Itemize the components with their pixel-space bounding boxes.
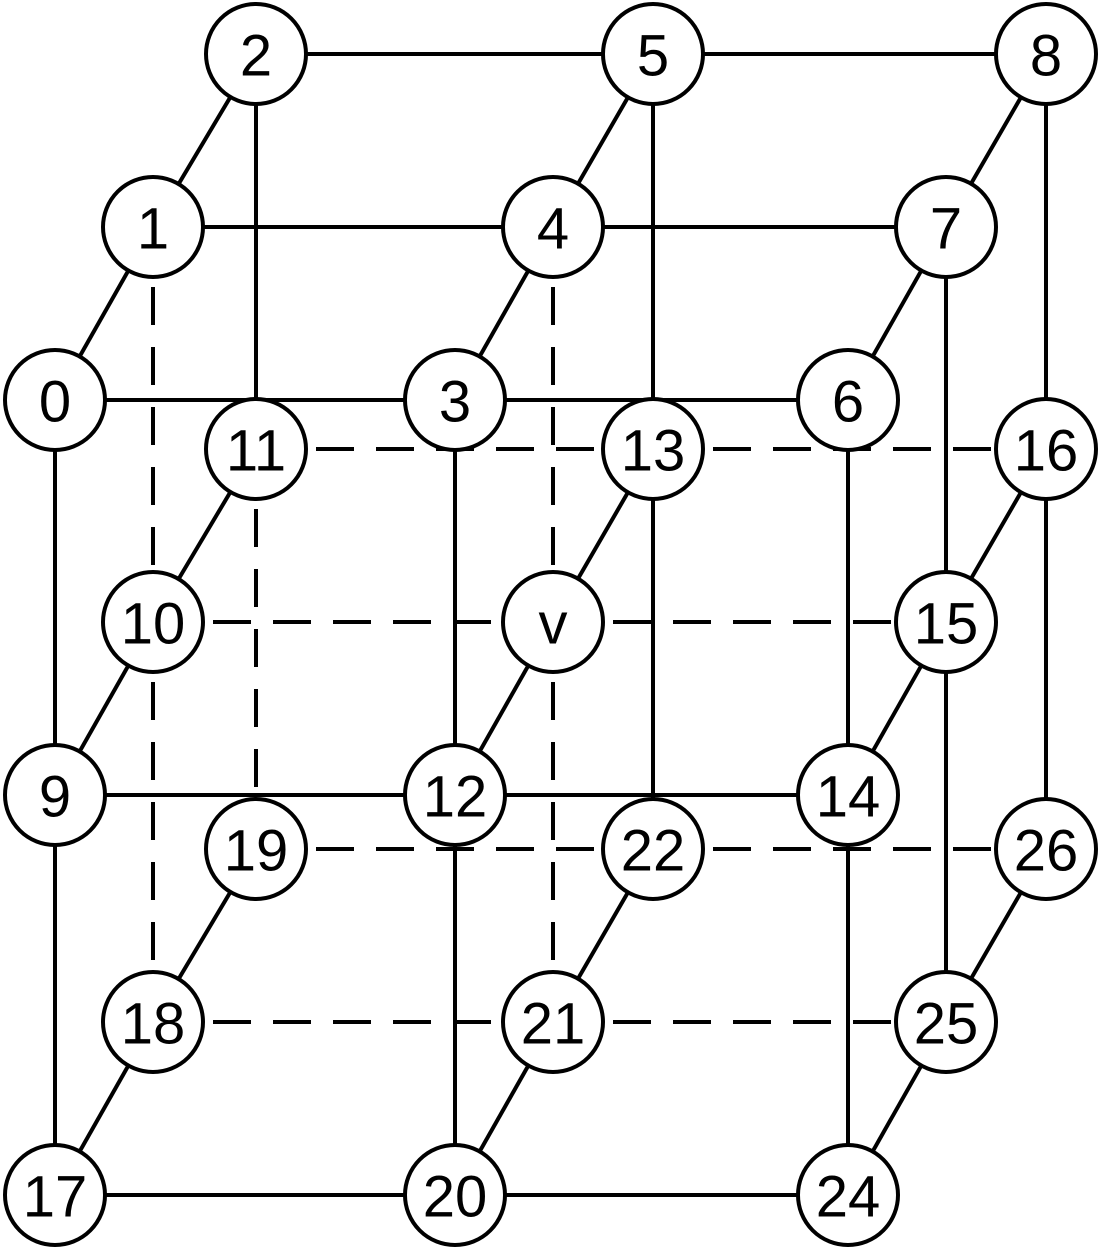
node-circle-13 [601, 397, 705, 501]
node-label-21: 21 [521, 992, 586, 1057]
node-circle-14 [796, 743, 900, 847]
nodes-layer: 0123456789101112v13141516171819202122242… [3, 2, 1098, 1247]
node-circle-5 [601, 2, 705, 106]
node-0: 0 [3, 348, 107, 452]
node-1: 1 [101, 175, 205, 279]
node-circle-8 [994, 2, 1098, 106]
node-label-26: 26 [1014, 819, 1079, 884]
node-circle-2 [204, 2, 308, 106]
node-circle-11 [204, 397, 308, 501]
node-circle-25 [894, 970, 998, 1074]
node-label-17: 17 [23, 1165, 88, 1230]
node-circle-9 [3, 743, 107, 847]
node-circle-16 [994, 397, 1098, 501]
node-15: 15 [894, 570, 998, 674]
node-label-2: 2 [240, 24, 272, 89]
node-label-15: 15 [914, 592, 979, 657]
node-circle-24 [796, 1143, 900, 1247]
node-label-10: 10 [121, 592, 186, 657]
node-v: v [501, 570, 605, 674]
node-label-13: 13 [621, 419, 686, 484]
node-circle-22 [601, 797, 705, 901]
node-2: 2 [204, 2, 308, 106]
node-circle-10 [101, 570, 205, 674]
node-label-6: 6 [832, 370, 864, 435]
node-label-19: 19 [224, 819, 289, 884]
node-label-12: 12 [423, 765, 488, 830]
node-circle-18 [101, 970, 205, 1074]
node-circle-21 [501, 970, 605, 1074]
node-26: 26 [994, 797, 1098, 901]
node-24: 24 [796, 1143, 900, 1247]
node-circle-v [501, 570, 605, 674]
node-circle-17 [3, 1143, 107, 1247]
node-label-1: 1 [137, 197, 169, 262]
node-circle-6 [796, 348, 900, 452]
node-circle-4 [501, 175, 605, 279]
node-21: 21 [501, 970, 605, 1074]
node-circle-19 [204, 797, 308, 901]
node-label-16: 16 [1014, 419, 1079, 484]
node-label-v: v [539, 592, 568, 657]
node-3: 3 [403, 348, 507, 452]
node-label-11: 11 [226, 419, 286, 484]
node-circle-20 [403, 1143, 507, 1247]
node-circle-15 [894, 570, 998, 674]
node-6: 6 [796, 348, 900, 452]
node-label-3: 3 [439, 370, 471, 435]
node-circle-26 [994, 797, 1098, 901]
node-circle-1 [101, 175, 205, 279]
node-label-14: 14 [816, 765, 881, 830]
node-label-22: 22 [621, 819, 686, 884]
node-22: 22 [601, 797, 705, 901]
node-14: 14 [796, 743, 900, 847]
node-16: 16 [994, 397, 1098, 501]
node-label-0: 0 [39, 370, 71, 435]
node-7: 7 [894, 175, 998, 279]
node-8: 8 [994, 2, 1098, 106]
node-11: 11 [204, 397, 308, 501]
node-circle-0 [3, 348, 107, 452]
node-circle-12 [403, 743, 507, 847]
node-label-24: 24 [816, 1165, 881, 1230]
node-label-7: 7 [930, 197, 962, 262]
node-19: 19 [204, 797, 308, 901]
node-circle-7 [894, 175, 998, 279]
node-label-20: 20 [423, 1165, 488, 1230]
node-13: 13 [601, 397, 705, 501]
node-label-8: 8 [1030, 24, 1062, 89]
node-10: 10 [101, 570, 205, 674]
node-17: 17 [3, 1143, 107, 1247]
node-label-18: 18 [121, 992, 186, 1057]
node-label-4: 4 [537, 197, 569, 262]
node-label-5: 5 [637, 24, 669, 89]
node-25: 25 [894, 970, 998, 1074]
node-label-9: 9 [39, 765, 71, 830]
node-circle-3 [403, 348, 507, 452]
node-12: 12 [403, 743, 507, 847]
node-18: 18 [101, 970, 205, 1074]
node-4: 4 [501, 175, 605, 279]
node-9: 9 [3, 743, 107, 847]
node-label-25: 25 [914, 992, 979, 1057]
node-20: 20 [403, 1143, 507, 1247]
node-5: 5 [601, 2, 705, 106]
